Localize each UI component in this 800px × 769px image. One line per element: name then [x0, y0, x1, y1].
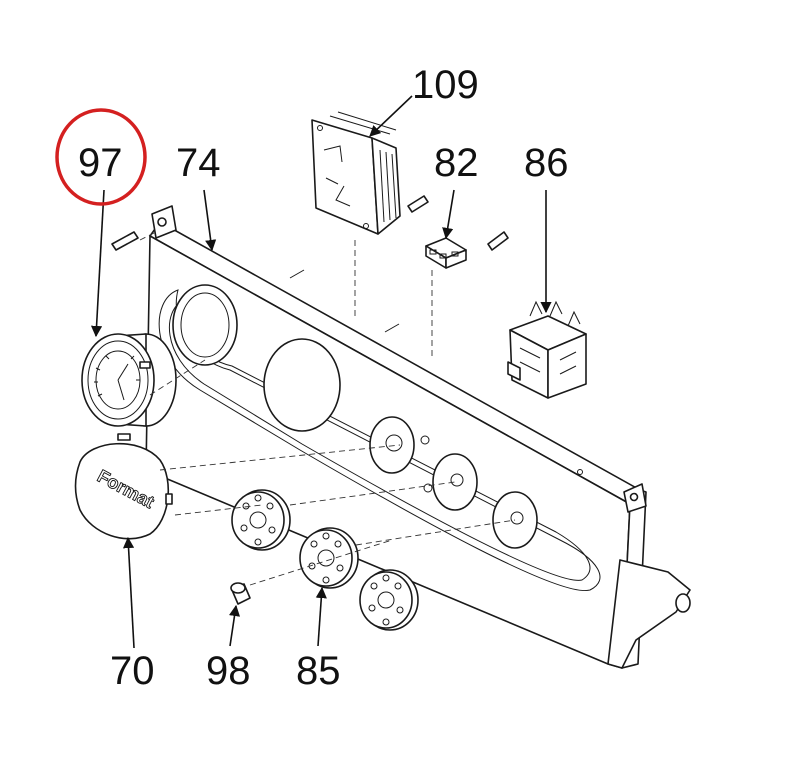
control-knob	[299, 527, 359, 589]
screw	[111, 231, 139, 251]
callout-85: 85	[296, 649, 341, 693]
callout-98: 98	[206, 649, 251, 693]
highlight-circle	[55, 108, 147, 206]
control-knob	[231, 489, 291, 551]
control-panel-74	[145, 205, 691, 669]
callout-82: 82	[434, 141, 479, 185]
circuit-board-109	[311, 111, 429, 235]
cover-lens-70: Format	[74, 433, 173, 540]
pressure-temperature-gauge-97	[81, 333, 177, 427]
callout-74: 74	[176, 141, 221, 185]
callout-86: 86	[524, 141, 569, 185]
selector-switch-86	[507, 300, 587, 399]
control-knob	[359, 569, 419, 631]
callout-109: 109	[412, 63, 479, 107]
pin-98	[230, 582, 251, 605]
leader-lines	[90, 95, 552, 649]
callout-97: 97	[78, 141, 123, 185]
alignment-lines	[139, 231, 516, 586]
callout-70: 70	[110, 649, 155, 693]
terminal-block-82	[425, 231, 509, 269]
